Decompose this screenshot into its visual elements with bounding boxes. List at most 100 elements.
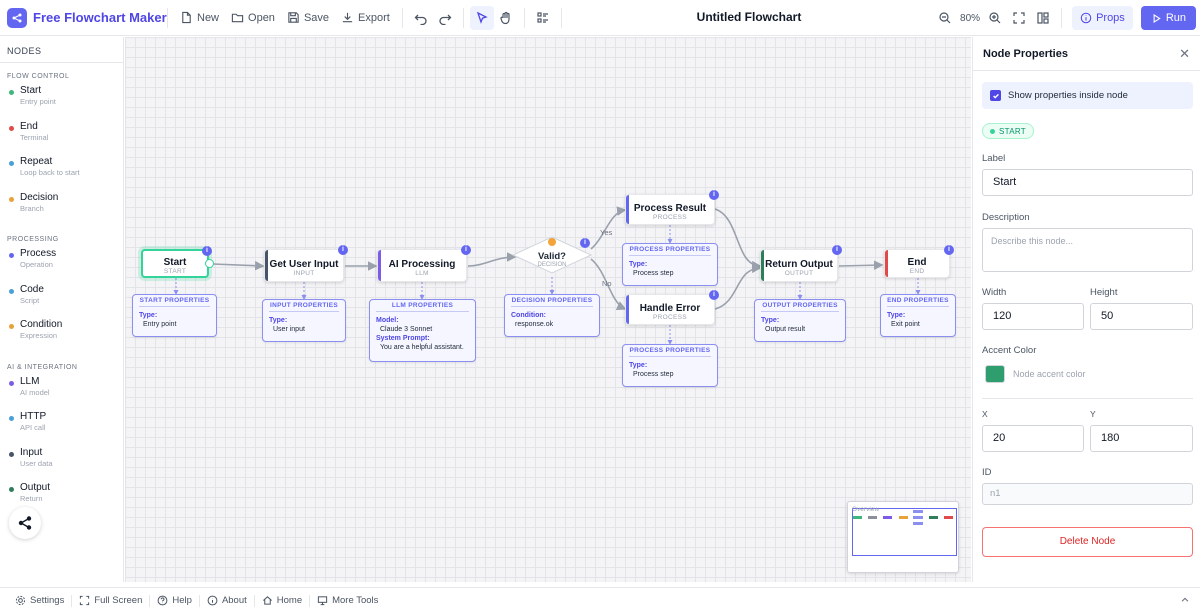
new-button[interactable]: New (174, 6, 225, 30)
node-handle-error[interactable]: Handle Error PROCESS i (625, 290, 719, 325)
edge-start-input[interactable] (212, 260, 265, 271)
node-get-user-input[interactable]: Get User Input INPUT i (264, 245, 348, 282)
accent-color-placeholder[interactable]: Node accent color (1013, 369, 1086, 379)
document-title[interactable]: Untitled Flowchart (696, 10, 802, 24)
grid-view-button[interactable] (1031, 6, 1055, 30)
label-input[interactable]: Start (982, 169, 1193, 196)
sidebar-item-label: End (20, 120, 38, 132)
play-icon (1153, 13, 1161, 23)
undo-button[interactable] (409, 6, 433, 30)
properties-box-input[interactable]: INPUT PROPERTIES Type: User input (262, 299, 346, 342)
y-input[interactable]: 180 (1090, 425, 1193, 452)
sidebar-section-title: AI & INTEGRATION (7, 363, 78, 371)
edge-llm-decision[interactable] (467, 252, 517, 267)
decision-handle[interactable] (548, 238, 556, 246)
connection-handle[interactable] (205, 259, 214, 268)
pan-tool-button[interactable] (494, 6, 518, 30)
node-return-output[interactable]: Return Output OUTPUT i (760, 245, 842, 282)
properties-box-handle-error[interactable]: PROCESS PROPERTIES Type: Process step (622, 344, 718, 387)
sidebar-item-sub: API call (20, 423, 46, 432)
sidebar-item-label: Process (20, 248, 57, 259)
properties-box-end[interactable]: END PROPERTIES Type: Exit point (880, 294, 956, 337)
fullscreen-button[interactable]: Full Screen (72, 595, 149, 606)
label-field-label: Label (982, 153, 1006, 164)
minimap[interactable]: Overview (847, 501, 959, 573)
node-end[interactable]: End END i (884, 245, 954, 278)
properties-box-process-result[interactable]: PROCESS PROPERTIES Type: Process step (622, 243, 718, 286)
show-properties-toggle[interactable]: Show properties inside node (982, 82, 1193, 109)
properties-box-decision[interactable]: DECISION PROPERTIES Condition: response.… (504, 294, 600, 337)
x-input[interactable]: 20 (982, 425, 1084, 452)
settings-button[interactable]: Settings (8, 595, 71, 606)
properties-box-start[interactable]: START PROPERTIES Type: Entry point (132, 294, 217, 337)
accent-color-swatch[interactable] (985, 365, 1005, 383)
zoom-in-button[interactable] (983, 6, 1007, 30)
fit-view-button[interactable] (1007, 6, 1031, 30)
about-button[interactable]: About (200, 595, 254, 606)
node-decision[interactable]: Valid? DECISION (522, 251, 582, 268)
property-value: Claude 3 Sonnet (380, 326, 433, 333)
zoom-out-button[interactable] (933, 6, 957, 30)
select-tool-button[interactable] (469, 5, 494, 30)
node-process-result[interactable]: Process Result PROCESS i (625, 190, 719, 225)
home-icon (262, 596, 272, 605)
save-button[interactable]: Save (281, 6, 335, 30)
decision-diamond[interactable] (511, 236, 593, 274)
info-icon[interactable]: i (709, 190, 719, 200)
close-icon[interactable]: ✕ (1179, 45, 1190, 61)
info-icon[interactable]: i (338, 245, 348, 255)
home-button[interactable]: Home (255, 595, 309, 606)
share-button[interactable] (9, 507, 41, 539)
chevron-up-icon[interactable] (1180, 595, 1190, 605)
edge-output-end[interactable] (838, 260, 884, 270)
edge-decision-result[interactable] (590, 206, 627, 250)
info-icon[interactable]: i (202, 246, 212, 256)
info-icon[interactable]: i (461, 245, 471, 255)
toolbar-divider (560, 7, 562, 28)
checkbox-checked-icon[interactable] (990, 90, 1001, 101)
width-input[interactable]: 120 (982, 303, 1084, 330)
node-start[interactable]: Start START i (141, 246, 212, 278)
open-button[interactable]: Open (225, 6, 281, 30)
props-toggle-button[interactable]: Props (1072, 6, 1133, 30)
input-dot-icon (9, 451, 14, 457)
properties-box-llm[interactable]: LLM PROPERTIES Model: Claude 3 Sonnet Sy… (369, 299, 476, 362)
info-icon[interactable]: i (832, 245, 842, 255)
delete-node-button[interactable]: Delete Node (982, 527, 1193, 557)
properties-box-output[interactable]: OUTPUT PROPERTIES Type: Output result (754, 299, 846, 342)
description-textarea[interactable]: Describe this node... (982, 228, 1193, 272)
edge-decision-error[interactable] (590, 258, 627, 310)
height-input[interactable]: 50 (1090, 303, 1193, 330)
info-icon[interactable]: i (709, 290, 719, 300)
properties-box-title: START PROPERTIES (139, 297, 210, 307)
help-button[interactable]: Help (150, 595, 199, 606)
info-icon[interactable]: i (580, 238, 590, 248)
node-ai-processing[interactable]: AI Processing LLM i (377, 245, 471, 282)
info-icon[interactable]: i (944, 245, 954, 255)
status-dot-icon (990, 128, 995, 134)
edge-result-output[interactable] (714, 208, 762, 271)
edge-error-output[interactable] (714, 263, 762, 310)
export-button[interactable]: Export (335, 6, 396, 30)
more-tools-button[interactable]: More Tools (310, 595, 385, 606)
redo-button[interactable] (433, 6, 457, 30)
node-type: START (163, 268, 187, 275)
node-type: INPUT (293, 270, 315, 277)
run-button[interactable]: Run (1140, 6, 1196, 30)
height-field-label: Height (1090, 287, 1118, 298)
layout-button[interactable] (531, 6, 555, 30)
minimap-viewport[interactable] (852, 508, 957, 556)
flowchart-canvas[interactable]: Start START i Get User Input INPUT i AI … (125, 37, 971, 582)
